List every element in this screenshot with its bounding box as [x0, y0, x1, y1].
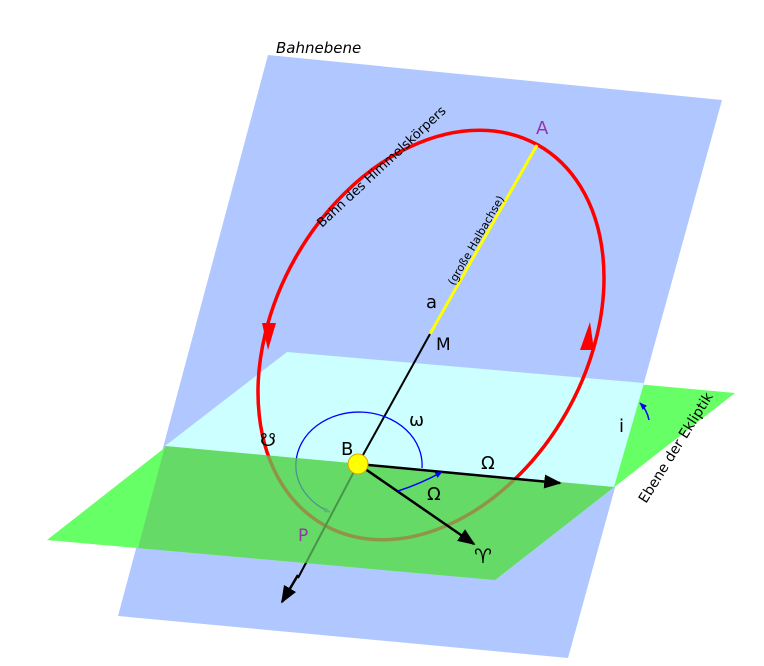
- orbit-arrow-down: [262, 323, 276, 350]
- ecliptic-upper-region: [165, 352, 644, 487]
- arg-periapsis-label: ω: [409, 410, 424, 431]
- apoapsis-label: A: [536, 118, 549, 139]
- longitude-node-label: Ω: [427, 484, 441, 505]
- node-line-arrow: [357, 462, 562, 489]
- vernal-equinox-arrow: [357, 462, 476, 546]
- inclination-arc: [639, 402, 650, 421]
- semi-major-axis: [428, 144, 539, 335]
- orbital-plane-label: Bahnebene: [276, 39, 361, 57]
- ascending-node-label: Ω: [481, 453, 495, 474]
- orbit-arrow-up: [580, 322, 594, 350]
- periapsis-arrow: [280, 574, 300, 604]
- semi-major-symbol: a: [426, 292, 437, 313]
- descending-node-label: ☋: [260, 430, 276, 451]
- ecliptic-lower-region: [138, 446, 614, 580]
- center-label: M: [436, 335, 451, 355]
- periapsis-label: P: [298, 526, 308, 546]
- center-to-body-line: [357, 333, 431, 465]
- celestial-body: [347, 453, 369, 475]
- body-label: B: [341, 439, 353, 460]
- inclination-label: i: [619, 416, 624, 437]
- longitude-node-arc: [397, 471, 443, 492]
- vernal-equinox-label: ♈: [474, 544, 492, 568]
